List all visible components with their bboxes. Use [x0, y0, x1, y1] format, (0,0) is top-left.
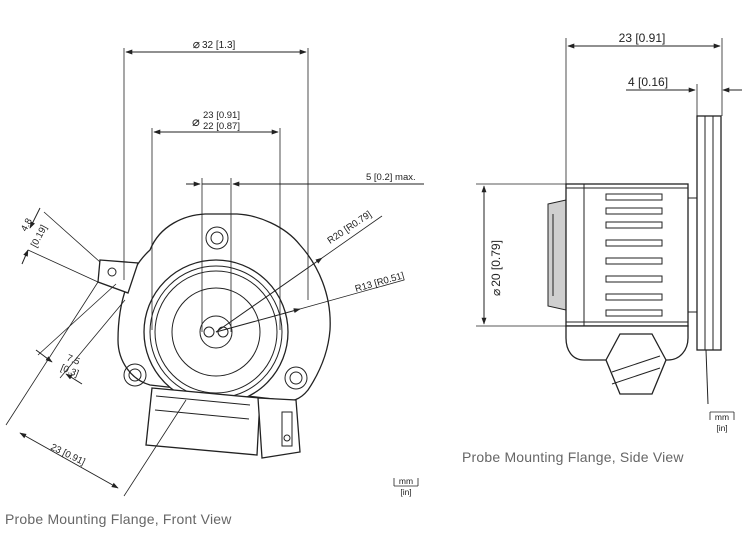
dim-tab-thickness: 4.8 [19, 217, 35, 234]
dim-bore-min: 22 [0.87] [203, 121, 240, 132]
caption-side-view: Probe Mounting Flange, Side View [462, 449, 684, 465]
vent-slots [605, 193, 663, 317]
side-flange [696, 115, 722, 351]
dim-radius-inner: R13 [R0.51] [354, 270, 406, 295]
unit-legend-front: mm [in] [393, 476, 419, 497]
svg-text:⌀32 [1.3]: ⌀32 [1.3] [193, 37, 236, 51]
dim-height: 20 [0.79] [489, 240, 503, 287]
tab-hole [107, 267, 117, 277]
dim-overall-length: 23 [0.91] [619, 31, 666, 45]
dim-tab-offset: 7.5 [65, 353, 81, 368]
diameter-symbol-2: ⌀ [192, 114, 200, 129]
dim-max-offset: 5 [0.2] max. [366, 172, 416, 183]
mount-hole-top [205, 226, 229, 250]
dim-radius-outer: R20 [R0.79] [326, 209, 374, 246]
diameter-symbol-side: ⌀ [489, 289, 503, 296]
mount-hole-right [284, 366, 308, 390]
mount-hole-left [123, 363, 147, 387]
dim-outer-dia: 32 [1.3] [202, 40, 236, 51]
diameter-symbol: ⌀ [193, 37, 200, 51]
caption-front-view: Probe Mounting Flange, Front View [5, 511, 232, 527]
probe-nose [547, 199, 567, 311]
dim-bore-max: 23 [0.91] [203, 110, 240, 121]
dim-length-front: 23 [0.91] [49, 442, 87, 468]
svg-text:mm: mm [399, 476, 413, 486]
bore-ring [171, 287, 261, 377]
probe-center [199, 315, 233, 349]
svg-text:[in]: [in] [716, 423, 727, 433]
svg-text:[in]: [in] [400, 487, 411, 497]
svg-text:mm: mm [715, 412, 729, 422]
front-view: ⌀32 [1.3] ⌀ 23 [0.91] 22 [0.87] 5 [0.2] … [5, 37, 424, 497]
svg-text:⌀20 [0.79]: ⌀ 20 [0.79] [489, 240, 503, 296]
side-view: 23 [0.91] 4 [0.16] ⌀ 20 [0.79] mm [in] [476, 31, 742, 433]
unit-legend-side: mm [in] [709, 411, 735, 433]
flange-tab [97, 259, 139, 294]
connector [145, 387, 261, 456]
dim-tab-thickness-in: [0.19] [29, 223, 50, 249]
dim-flange-width: 4 [0.16] [628, 75, 668, 89]
